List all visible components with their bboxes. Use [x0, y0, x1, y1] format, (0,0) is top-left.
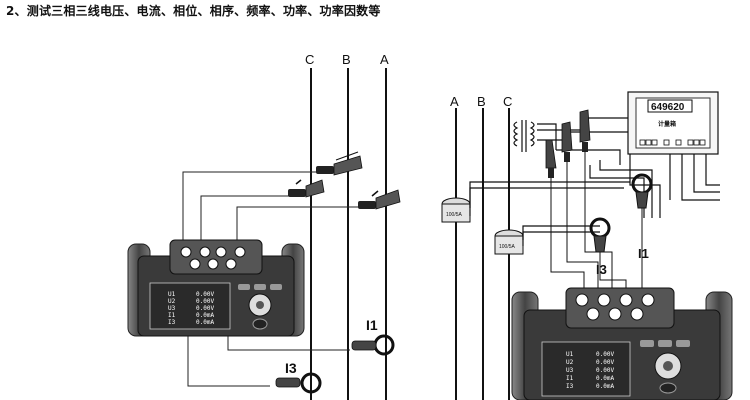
ct-label: 100/5A [446, 212, 463, 218]
left-phase-label-a: A [380, 52, 389, 67]
left-phase-lines [310, 68, 387, 400]
right-ct-c: 100/5A [494, 229, 524, 255]
right-lcd-label: U3 [566, 367, 574, 374]
right-phase-label-a: A [450, 94, 459, 109]
left-lcd-label: U3 [168, 305, 176, 312]
right-clamp-i3 [589, 217, 627, 292]
right-clamp-label-i1: I1 [638, 246, 649, 261]
right-lcd-label: I1 [566, 375, 574, 382]
right-lcd-value: 0.00V [596, 367, 614, 374]
left-phase-label-c: C [305, 52, 314, 67]
left-lcd-label: I3 [168, 319, 176, 326]
left-instrument: U1 0.00V U2 0.00V U3 0.00V I1 0.0mA I3 0… [127, 239, 305, 337]
left-lcd-label: U1 [168, 291, 176, 298]
right-instrument: U1 0.00V U2 0.00V U3 0.00V I1 0.0mA I3 0… [511, 287, 733, 400]
right-lcd-value: 0.00V [596, 359, 614, 366]
right-ct-wiring [469, 181, 630, 246]
right-phase-label-b: B [477, 94, 486, 109]
left-lcd-label: U2 [168, 298, 176, 305]
left-lcd-value: 0.00V [196, 291, 214, 298]
meter-label: 计量箱 [658, 120, 676, 128]
right-alligator-clips [545, 109, 591, 178]
right-diagram: A B C 649620 [441, 91, 733, 400]
right-keypad [640, 340, 690, 394]
left-phase-label-b: B [342, 52, 351, 67]
right-lcd-label: U2 [566, 359, 574, 366]
left-clamp-label-i3: I3 [285, 360, 297, 376]
right-lcd-value: 0.0mA [596, 375, 614, 382]
left-alligator-clip-2 [288, 179, 325, 198]
right-lcd-label: U1 [566, 351, 574, 358]
meter-reading: 649620 [651, 102, 685, 113]
right-lcd-value: 0.00V [596, 351, 614, 358]
left-keypad [238, 284, 282, 330]
left-clamp-label-i1: I1 [366, 317, 378, 333]
left-lcd-value: 0.0mA [196, 319, 214, 326]
right-energy-meter: 649620 计量箱 [627, 91, 719, 155]
left-diagram: C B A I1 [127, 52, 401, 400]
left-lcd-value: 0.0mA [196, 312, 214, 319]
right-lcd-value: 0.0mA [596, 383, 614, 390]
left-lcd-rows: U1 0.00V U2 0.00V U3 0.00V I1 0.0mA I3 0… [168, 291, 214, 326]
left-lcd-value: 0.00V [196, 305, 214, 312]
right-lcd-rows: U1 0.00V U2 0.00V U3 0.00V I1 0.0mA I3 0… [566, 351, 614, 390]
left-alligator-clip-1 [316, 151, 363, 176]
left-lcd-value: 0.00V [196, 298, 214, 305]
figure-caption: 2、测试三相三线电压、电流、相位、相序、频率、功率、功率因数等 [6, 4, 381, 18]
left-alligator-clip-3 [358, 189, 401, 210]
right-lcd-label: I3 [566, 383, 574, 390]
right-clamp-label-i3: I3 [596, 262, 607, 277]
right-clamp-i1 [631, 173, 653, 292]
ct-label: 100/5A [499, 244, 516, 250]
left-voltage-leads [182, 171, 360, 248]
right-transformer [513, 120, 557, 152]
right-phase-label-c: C [503, 94, 512, 109]
left-lcd-label: I1 [168, 312, 176, 319]
right-ct-a: 100/5A [441, 197, 471, 223]
